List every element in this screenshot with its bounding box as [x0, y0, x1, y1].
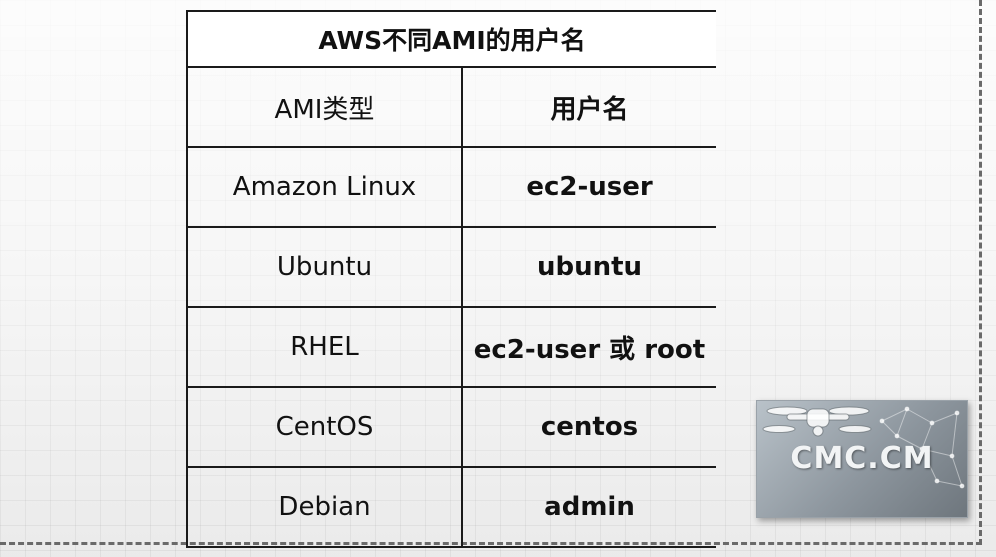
- table-row: Amazon Linux ec2-user: [186, 146, 716, 228]
- ami-type-cell: Ubuntu: [186, 226, 463, 308]
- table-title: AWS不同AMI的用户名: [186, 10, 716, 68]
- table-title-row: AWS不同AMI的用户名: [186, 10, 716, 68]
- table-row: CentOS centos: [186, 386, 716, 468]
- table-row: Debian admin: [186, 466, 716, 548]
- username-cell: ec2-user 或 root: [461, 306, 716, 388]
- username-cell: ubuntu: [461, 226, 716, 308]
- username-cell: centos: [461, 386, 716, 468]
- ami-username-table: AWS不同AMI的用户名 AMI类型 用户名 Amazon Linux ec2-…: [186, 10, 716, 548]
- table-header-row: AMI类型 用户名: [186, 66, 716, 148]
- drone-network-icon: [762, 406, 965, 489]
- ami-type-cell: CentOS: [186, 386, 463, 468]
- ami-type-cell: Amazon Linux: [186, 146, 463, 228]
- watermark-logo: CMC.CM: [756, 400, 968, 518]
- watermark-text: CMC.CM: [790, 441, 934, 476]
- table-row: RHEL ec2-user 或 root: [186, 306, 716, 388]
- username-cell: admin: [461, 466, 716, 548]
- table-row: Ubuntu ubuntu: [186, 226, 716, 308]
- header-ami-type: AMI类型: [186, 66, 463, 148]
- ami-username-table-container: AWS不同AMI的用户名 AMI类型 用户名 Amazon Linux ec2-…: [186, 10, 716, 550]
- ami-type-cell: Debian: [186, 466, 463, 548]
- username-cell: ec2-user: [461, 146, 716, 228]
- ami-type-cell: RHEL: [186, 306, 463, 388]
- header-username: 用户名: [461, 66, 716, 148]
